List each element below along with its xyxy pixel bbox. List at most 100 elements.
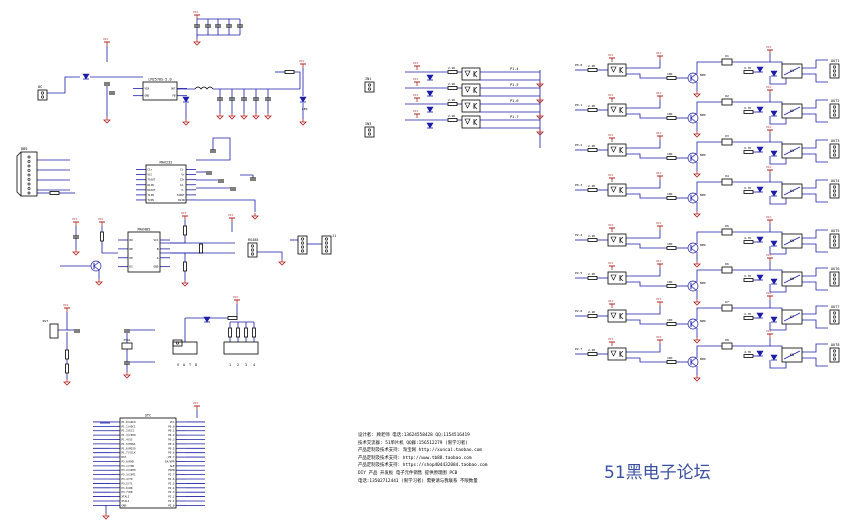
- reset-button: [49, 323, 59, 339]
- wires-layer: [37, 18, 828, 513]
- regulator-ic-pin: OUT: [171, 86, 176, 90]
- output-label: OUT3: [831, 139, 839, 143]
- bias-resistor: [183, 225, 187, 236]
- mcu-ic-pin: P3.5/T1: [122, 481, 133, 485]
- relay-resistor: [743, 316, 754, 320]
- flyback-led: [721, 138, 733, 146]
- ground-symbol: [536, 99, 544, 104]
- vcc-label: VCC: [103, 37, 109, 41]
- input-resistor: [447, 86, 458, 90]
- vcc-label: VCC: [608, 299, 614, 303]
- opto-transistor: [473, 118, 478, 123]
- channel-input-resistor: [587, 352, 598, 356]
- flyback-led: [721, 98, 733, 106]
- db9-pin: [27, 164, 31, 168]
- output-terminal: [829, 309, 840, 325]
- reset-resistor: [65, 349, 69, 360]
- opto-led: [610, 106, 617, 113]
- transistor: [690, 357, 697, 363]
- wire: [626, 357, 667, 363]
- crystal: [121, 342, 133, 350]
- wire: [170, 235, 186, 244]
- ground-symbol: [181, 282, 189, 287]
- base-resistor: [666, 196, 677, 200]
- mcu-ic-pin: P0.0: [168, 424, 175, 428]
- ground-symbol: [536, 131, 544, 136]
- flyback-led: [721, 178, 733, 186]
- flyback-diode: [770, 278, 778, 285]
- relay-optocoupler: [607, 271, 627, 285]
- ground-symbol: [299, 121, 307, 126]
- vcc-label: VCC: [63, 303, 69, 307]
- wire: [802, 193, 828, 203]
- wire: [626, 243, 667, 249]
- channel-input-resistor: [587, 148, 598, 152]
- resistor-value: 10K: [667, 152, 673, 156]
- opto-transistor: [619, 277, 624, 282]
- opto-transistor: [619, 66, 624, 71]
- relay-resistor: [743, 278, 754, 282]
- vcc-label: VCC: [228, 213, 234, 217]
- relay-resistor: [743, 70, 754, 74]
- pin: [251, 252, 255, 256]
- channel-net-label: P0.2: [575, 143, 582, 147]
- pin: [40, 95, 44, 99]
- transistor: [690, 285, 697, 291]
- notes-line: 电话:13502712441 (限学习者) 需要请与我联系 不限数量: [358, 478, 478, 484]
- mcu-ic-title: STC: [145, 414, 151, 418]
- pull-resistor: [100, 231, 104, 242]
- wire: [696, 181, 722, 194]
- transistor: [690, 193, 697, 199]
- channel-net-label: P2.7: [575, 347, 582, 351]
- mcu-ic-pin: P1.5/MOSI: [122, 442, 136, 446]
- resistor-value: 10K: [667, 356, 673, 360]
- db9-pin: [27, 187, 31, 190]
- wire: [769, 76, 787, 85]
- wire: [196, 199, 256, 212]
- termination-resistor: [199, 243, 203, 254]
- opto-led: [610, 146, 617, 153]
- transistor: [690, 361, 697, 367]
- diode-label: D8: [725, 338, 729, 342]
- max485-ic-pin: DI: [130, 265, 134, 269]
- input-led: [426, 122, 434, 129]
- pullup-resistor: [228, 327, 232, 338]
- vcc-label: VCC: [656, 221, 662, 225]
- resistor-value: 2.2K: [588, 272, 595, 276]
- relay-led: [756, 186, 764, 193]
- mcu-ic-pin: P2.0: [168, 503, 175, 507]
- resistor-value: 2.2K: [448, 98, 455, 102]
- relay-contact: [783, 312, 801, 322]
- input-resistor: [447, 102, 458, 106]
- pin: [251, 244, 255, 248]
- pin: [367, 128, 371, 132]
- relay-contact: [783, 66, 801, 76]
- transistor: [690, 153, 697, 159]
- mcu-ic-pin: P2.6: [168, 477, 175, 481]
- notes-line: DIY 产品 开发板 电子元件销售 提供原理图 PCB: [358, 470, 458, 476]
- pin: [832, 281, 836, 285]
- flyback-led: [721, 266, 733, 274]
- wire: [626, 73, 667, 79]
- mcu-ic-pin: VCC: [170, 420, 175, 424]
- wire: [626, 193, 667, 199]
- flyback-led: [721, 342, 733, 350]
- flyback-diode: [770, 110, 778, 117]
- resistor-value: 2.2K: [448, 114, 455, 118]
- header-pin-label: 2: [237, 363, 239, 367]
- wire: [802, 357, 828, 367]
- db9-pin: [27, 173, 31, 177]
- mcu-ic-pin: GND: [122, 503, 127, 507]
- opto-transistor: [619, 186, 624, 191]
- pin: [832, 189, 836, 193]
- pin: [832, 149, 836, 153]
- vcc-label: VCC: [608, 261, 614, 265]
- mcu-ic-pin: P1.3/CEX0: [122, 433, 136, 437]
- transistor: [93, 265, 100, 271]
- panel-header-body: [172, 341, 198, 355]
- mcu-ic-pin: P0.3: [168, 438, 175, 442]
- vcc-label: VCC: [608, 223, 614, 227]
- transistor: [687, 72, 699, 84]
- ground-symbol: [251, 215, 259, 220]
- max485-ic-pin: VCC: [153, 238, 158, 242]
